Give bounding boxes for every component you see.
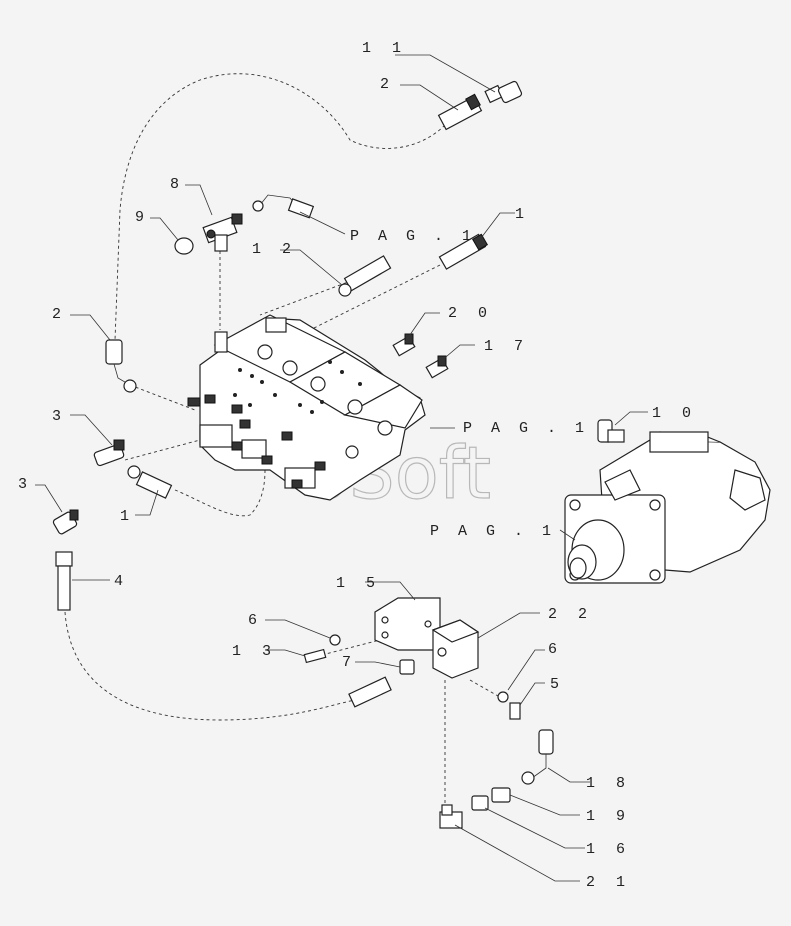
elbow-fitting-3b [52,509,79,535]
callout-3-upper: 3 [52,408,67,425]
adapter-17 [425,355,449,379]
callout-17: 1 7 [484,338,529,355]
callout-15: 1 5 [336,575,381,592]
bolt-5 [509,702,521,720]
callout-1-top: 1 [515,206,530,223]
callout-6-left: 6 [248,612,263,629]
page-ref-middle: P A G . 1 [463,420,589,437]
washer-6a [329,634,341,646]
elbow-fitting-10 [597,419,625,443]
callout-2-top: 2 [380,76,395,93]
hose-route-5 [469,679,506,701]
hose-route-valve-left [129,384,196,411]
callout-11: 1 1 [362,40,407,57]
callout-2-left: 2 [52,306,67,323]
adapter-16 [471,795,489,811]
callout-6-right: 6 [548,641,563,658]
callout-21: 2 1 [586,874,631,891]
callout-5: 5 [550,676,565,693]
hydraulic-motor [564,431,771,584]
callout-20: 2 0 [448,305,493,322]
washer-6b [497,691,509,703]
hose-route-bottom [64,611,356,721]
page-ref-upper: P A G . 1 [350,228,476,245]
hose-18 [521,729,554,785]
block-22 [431,619,480,679]
callout-4: 4 [114,573,129,590]
callout-18: 1 8 [586,775,631,792]
control-valve-block [187,314,426,501]
leader-lines [35,54,648,882]
callout-19: 1 9 [586,808,631,825]
callout-13: 1 3 [232,643,277,660]
callout-8: 8 [170,176,185,193]
pipe-bend-top [252,194,315,219]
hose-end-bottom [348,676,392,708]
callout-1-left: 1 [120,508,135,525]
elbow-fitting-11 [484,80,523,104]
hose-end-1-left [127,465,173,499]
hose-route-1a [299,264,441,336]
callout-10: 1 0 [652,405,697,422]
hose-4 [55,551,73,611]
callout-7: 7 [342,654,357,671]
callouts: 1 1 2 8 9 1 2 1 2 2 0 1 7 3 3 1 1 0 4 1 … [18,40,697,891]
hose-end-1-top [438,233,489,270]
hose-route-1b [174,469,266,517]
adapter-20 [392,333,416,357]
plug-9 [174,237,194,255]
bracket-15 [374,597,441,651]
page-ref-motor: P A G . 1 [430,523,556,540]
hose-end-2-left [105,339,137,393]
callout-16: 1 6 [586,841,631,858]
hose-route-top [114,73,446,341]
hose-route-3 [124,439,201,461]
tee-fitting-21 [439,804,463,829]
hose-end-12 [338,255,392,297]
elbow-fitting-3a [93,439,125,467]
hose-route-13 [321,639,381,656]
tee-fitting-8 [202,213,243,252]
callout-9: 9 [135,209,150,226]
callout-22: 2 2 [548,606,593,623]
callout-12: 1 2 [252,241,297,258]
fitting-7 [399,659,415,675]
bolt-13 [303,648,327,664]
hose-end-2-top [437,93,483,131]
adapter-19 [491,787,511,803]
callout-3-lower: 3 [18,476,33,493]
